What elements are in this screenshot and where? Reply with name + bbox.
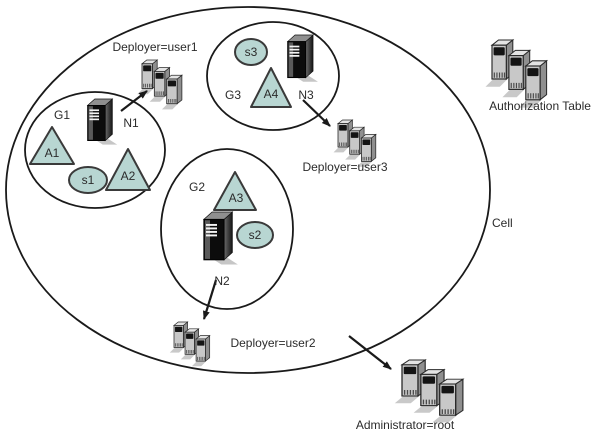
group-g2-label: G2 xyxy=(188,180,206,194)
server-s2-label: s2 xyxy=(248,228,262,242)
server-s1-label: s1 xyxy=(81,173,95,187)
group-g1-ellipse xyxy=(24,91,166,209)
arrow-cell-to-administrator xyxy=(348,335,392,370)
authorization-table-icon xyxy=(486,40,547,108)
group-g1-label: G1 xyxy=(53,108,71,122)
node-n1-server-tower-icon xyxy=(87,98,118,146)
server-s3-label: s3 xyxy=(244,45,258,59)
application-a2-triangle-icon xyxy=(105,148,151,191)
node-n3-server-tower-icon xyxy=(287,34,319,83)
group-g3-ellipse xyxy=(206,21,340,131)
node-n1-label: N1 xyxy=(123,116,139,130)
application-a1-triangle-icon xyxy=(29,126,75,165)
group-g2-ellipse xyxy=(160,148,294,310)
application-a2-label: A2 xyxy=(120,169,136,183)
arrow-g3-to-deployer3 xyxy=(302,99,331,127)
application-a1-label: A1 xyxy=(44,146,60,160)
group-g3-label: G3 xyxy=(224,88,242,102)
deployer2-server-stack-icon xyxy=(170,322,210,366)
administrator-server-stack-icon xyxy=(395,360,463,422)
server-s3-oval-icon xyxy=(234,38,268,66)
node-n2-label: N2 xyxy=(214,274,230,288)
application-a4-triangle-icon xyxy=(250,67,292,108)
node-n2-server-tower-icon xyxy=(203,211,239,265)
arrow-n2-to-deployer2 xyxy=(202,279,218,320)
cell-label: Cell xyxy=(492,216,513,230)
deployer1-label: Deployer=user1 xyxy=(112,40,198,54)
authorization-table-label: Authorization Table xyxy=(489,99,591,113)
application-a4-label: A4 xyxy=(263,87,279,101)
server-s1-oval-icon xyxy=(68,166,108,194)
deployer1-server-stack-icon xyxy=(137,60,182,109)
deployer3-label: Deployer=user3 xyxy=(302,160,388,174)
cell-boundary-ellipse xyxy=(5,6,491,374)
deployer2-label: Deployer=user2 xyxy=(230,336,316,350)
application-a3-label: A3 xyxy=(228,191,244,205)
application-a3-triangle-icon xyxy=(213,171,257,211)
node-n3-label: N3 xyxy=(298,88,314,102)
arrow-g1-to-deployer1 xyxy=(120,90,148,112)
administrator-label: Administrator=root xyxy=(355,418,455,432)
server-s2-oval-icon xyxy=(236,221,274,249)
